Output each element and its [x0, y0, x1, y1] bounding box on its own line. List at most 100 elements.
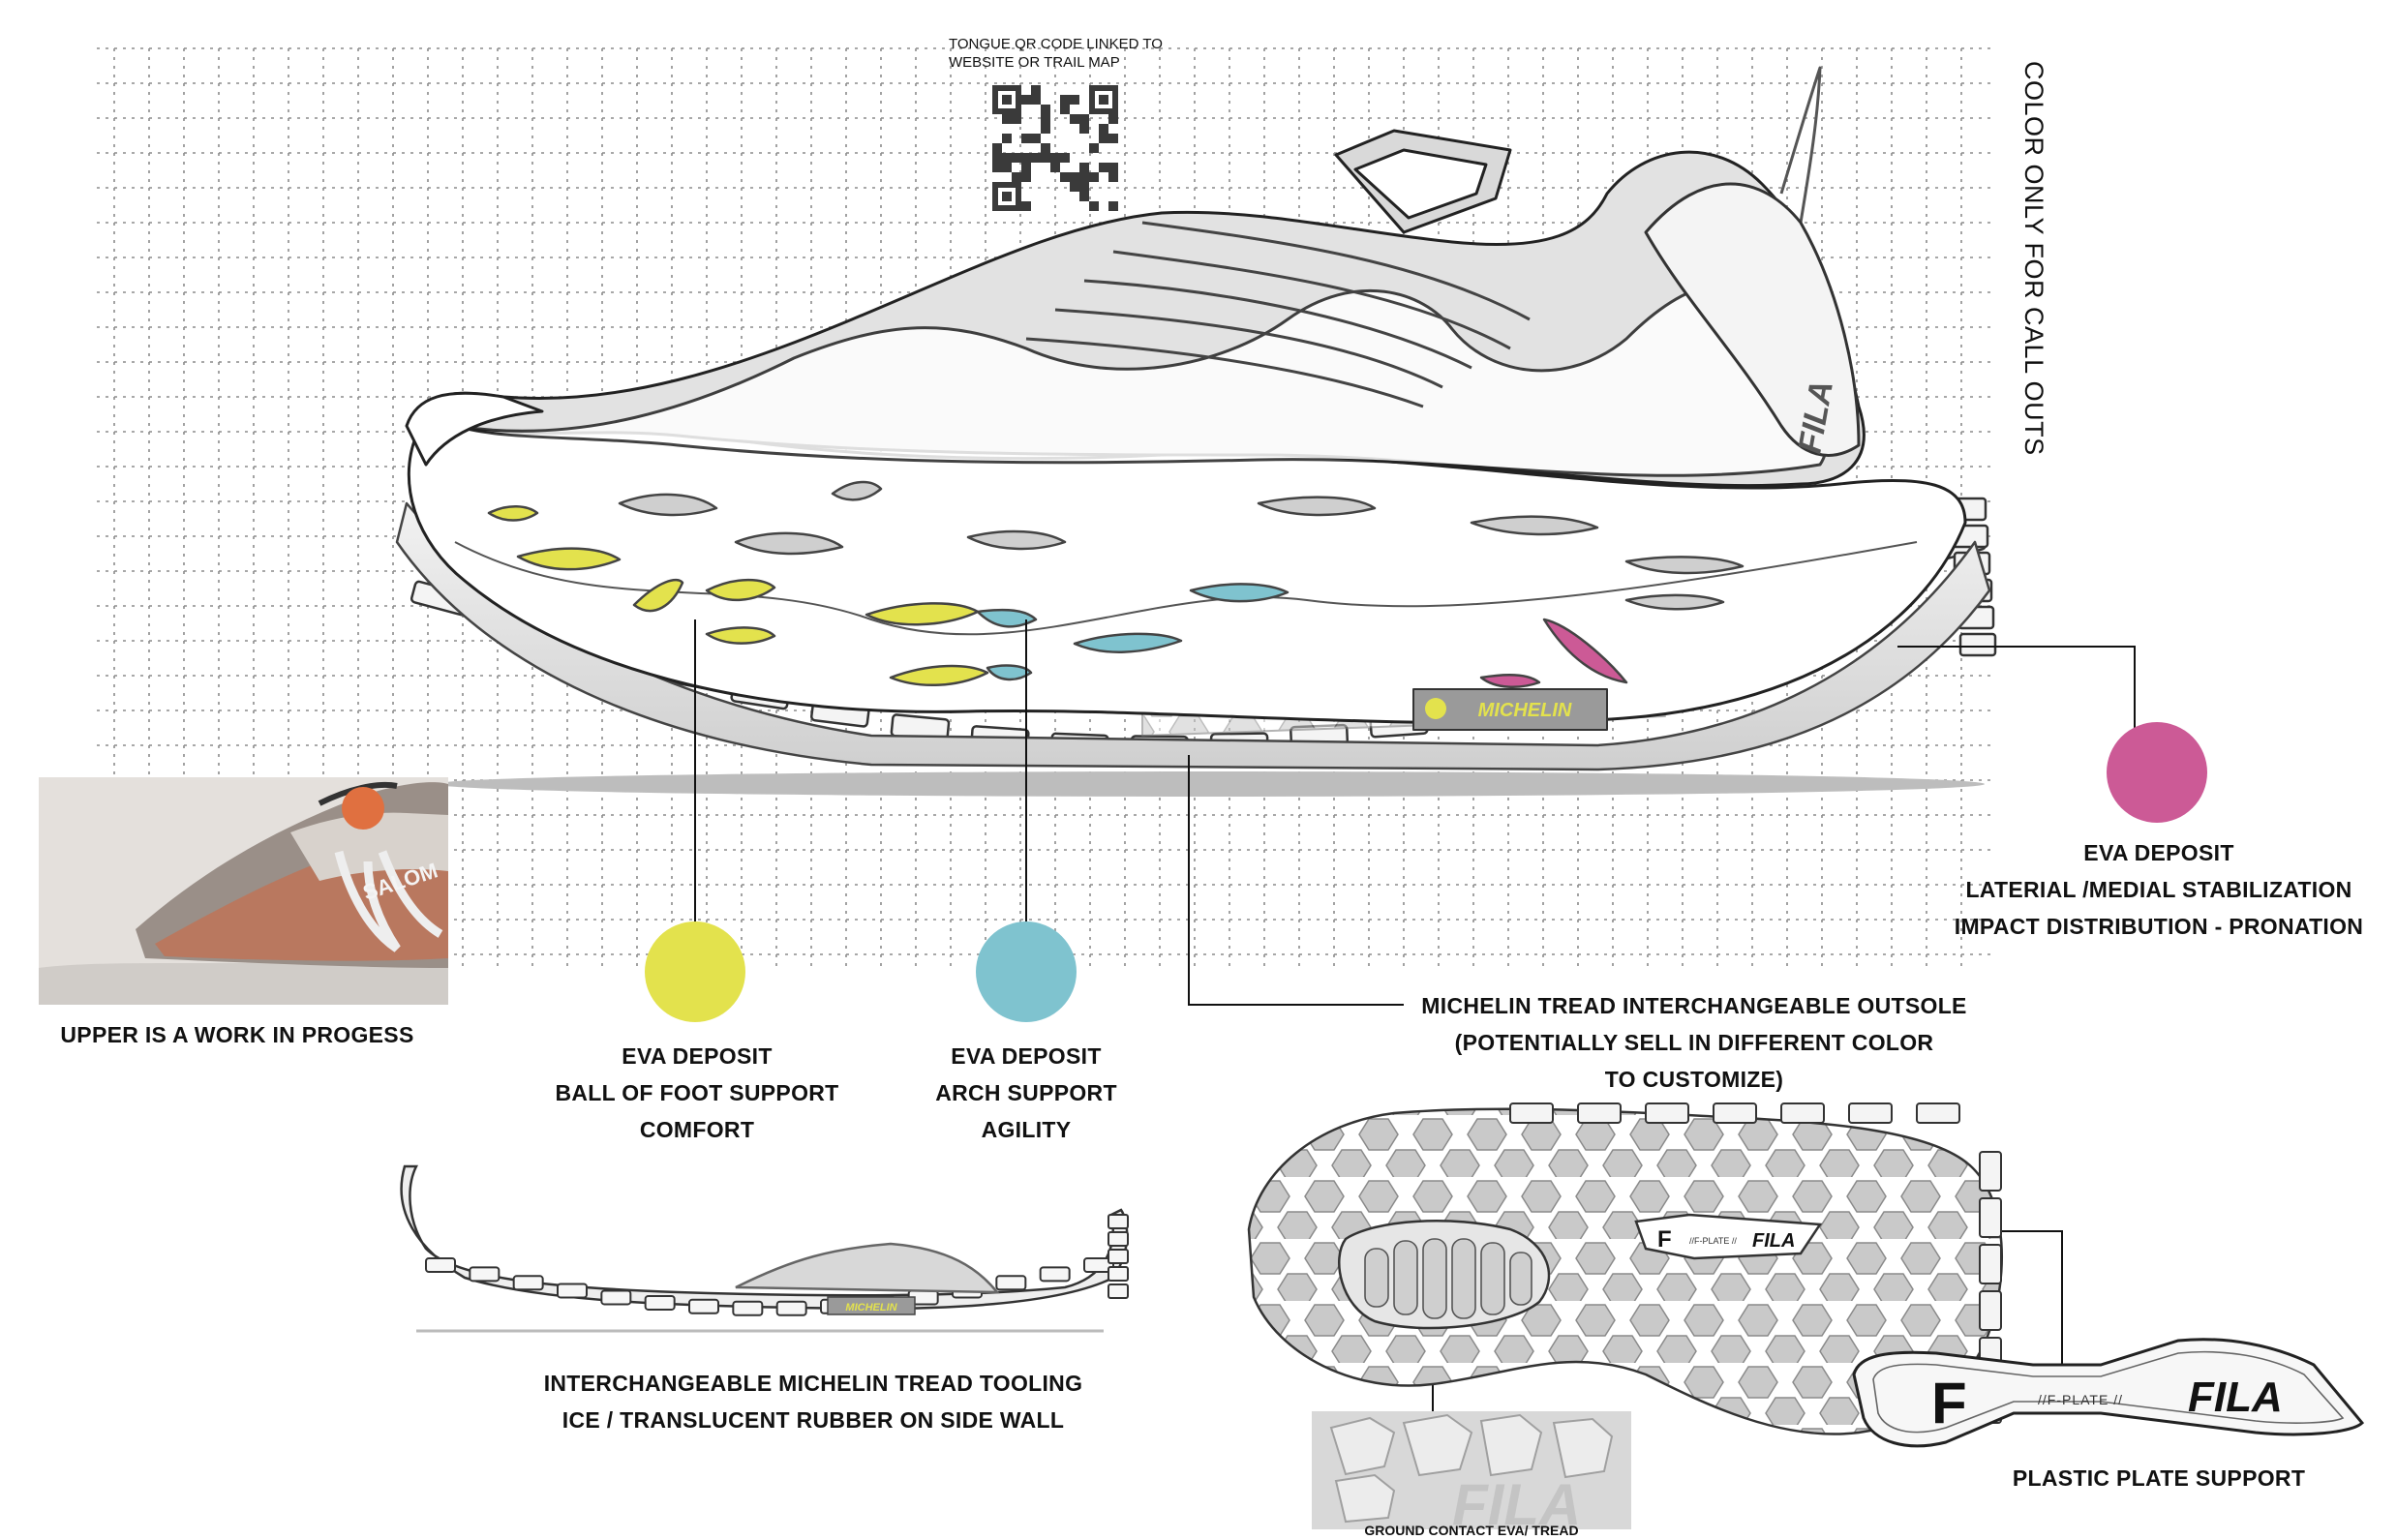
reference-caption: UPPER IS A WORK IN PROGESS — [10, 1016, 465, 1053]
toe-cap — [405, 391, 544, 467]
reference-photo: SALOM — [39, 777, 448, 1005]
qr-module — [992, 192, 1002, 201]
qr-module — [1099, 163, 1108, 172]
qr-module — [1108, 201, 1118, 211]
blue-callout-line2: ARCH SUPPORT — [935, 1080, 1117, 1105]
qr-module — [1002, 182, 1012, 192]
qr-module — [1012, 105, 1021, 114]
outsole-plate-text: //F-PLATE // — [1689, 1236, 1737, 1246]
f-plate-text: //F-PLATE // — [2038, 1392, 2123, 1407]
tooling-cross-section: MICHELIN — [400, 1164, 1129, 1333]
yellow-callout-line3: COMFORT — [639, 1117, 755, 1142]
yellow-callout-label: EVA DEPOSIT BALL OF FOOT SUPPORT COMFORT — [532, 1038, 862, 1148]
upper-overlay-cage — [453, 283, 1830, 477]
plate-callout-text: PLASTIC PLATE SUPPORT — [2012, 1465, 2306, 1491]
tooling-callout-line2: ICE / TRANSLUCENT RUBBER ON SIDE WALL — [561, 1407, 1065, 1433]
qr-module — [1002, 201, 1012, 211]
cross-section-toe-lug — [1107, 1283, 1129, 1299]
tooling-callout-label: INTERCHANGEABLE MICHELIN TREAD TOOLING I… — [523, 1365, 1104, 1438]
qr-finder-center — [1002, 192, 1012, 201]
ground-contact-caption: GROUND CONTACT EVA/ TREAD — [1312, 1522, 1631, 1540]
cross-section-toe-lug — [1107, 1231, 1129, 1247]
cross-section-lug — [425, 1257, 456, 1273]
eva-deposits-yellow — [487, 505, 989, 687]
qr-module — [1021, 95, 1031, 105]
ground-shadow — [436, 771, 1985, 797]
qr-module — [1108, 114, 1118, 124]
qr-module — [1002, 153, 1012, 163]
f-plate-outline — [1852, 1338, 2365, 1448]
cross-section-lug — [469, 1266, 501, 1283]
magenta-callout-line3: IMPACT DISTRIBUTION - PRONATION — [1954, 914, 2364, 939]
qr-finder-center — [1099, 95, 1108, 105]
cross-section-lug — [995, 1275, 1027, 1291]
qr-module — [1079, 114, 1089, 124]
cross-section-lug — [600, 1289, 632, 1306]
tongue-loop — [1353, 148, 1488, 220]
magenta-callout-line1: EVA DEPOSIT — [2083, 840, 2234, 865]
f-plate-logo: FILA — [2188, 1374, 2283, 1421]
qr-module — [1060, 153, 1070, 163]
yellow-callout-line2: BALL OF FOOT SUPPORT — [555, 1080, 839, 1105]
cross-section-tread-pod — [735, 1242, 1000, 1294]
qr-code-image — [992, 85, 1118, 211]
qr-module — [1050, 153, 1060, 163]
qr-module — [1060, 105, 1070, 114]
midsole-cutouts — [618, 480, 1745, 611]
midsole-badge-text: MICHELIN — [1478, 700, 1572, 721]
blue-callout-line1: EVA DEPOSIT — [951, 1043, 1102, 1069]
qr-module — [1041, 143, 1050, 153]
magenta-callout-label: EVA DEPOSIT LATERIAL /MEDIAL STABILIZATI… — [1927, 834, 2391, 945]
qr-module — [1012, 182, 1021, 192]
qr-module — [1070, 95, 1079, 105]
qr-module — [1031, 95, 1041, 105]
blue-callout-line3: AGILITY — [981, 1117, 1072, 1142]
qr-module — [1021, 134, 1031, 143]
qr-module — [1021, 163, 1031, 172]
outsole-edge-lug — [1979, 1290, 2002, 1331]
qr-caption-line1: TONGUE QR CODE LINKED TO — [949, 36, 1163, 52]
cross-section-lug — [732, 1300, 764, 1316]
cross-section-toe-lug — [1107, 1214, 1129, 1229]
outsole-f-mark: F — [1657, 1226, 1672, 1253]
yellow-callout-line1: EVA DEPOSIT — [622, 1043, 773, 1069]
qr-module — [992, 85, 1002, 95]
shoe-laces — [1025, 221, 1531, 408]
outsole-bottom-view: F //F-PLATE // FILA — [1247, 1102, 2003, 1435]
qr-module — [1041, 105, 1050, 114]
outsole-f-plate — [1634, 1213, 1823, 1260]
qr-module — [1002, 105, 1012, 114]
tooling-callout-line1: INTERCHANGEABLE MICHELIN TREAD TOOLING — [543, 1371, 1083, 1396]
outsole-edge-lug — [1577, 1102, 1622, 1124]
qr-module — [1108, 105, 1118, 114]
cross-section-lug — [557, 1283, 588, 1299]
qr-module — [1012, 114, 1021, 124]
qr-module — [1060, 172, 1070, 182]
qr-module — [992, 105, 1002, 114]
qr-module — [992, 95, 1002, 105]
qr-module — [1021, 201, 1031, 211]
cross-section-lug — [688, 1298, 719, 1314]
qr-module — [992, 182, 1002, 192]
outsole-edge-lug — [1979, 1244, 2002, 1284]
yellow-callout-dot — [645, 921, 745, 1022]
qr-module — [992, 201, 1002, 211]
outsole-edge-lug — [1979, 1151, 2002, 1192]
outsole-edge-lug — [1780, 1102, 1825, 1124]
qr-module — [1041, 114, 1050, 124]
qr-module — [1070, 182, 1079, 192]
qr-module — [1012, 153, 1021, 163]
cross-section-toe-lug — [1107, 1266, 1129, 1282]
qr-module — [1099, 134, 1108, 143]
ground-contact-caption-text: GROUND CONTACT EVA/ TREAD — [1364, 1523, 1579, 1538]
qr-module — [1002, 163, 1012, 172]
qr-module — [1031, 134, 1041, 143]
magenta-callout-dot — [2107, 722, 2207, 823]
outsole-fila-logo: FILA — [1752, 1230, 1795, 1252]
qr-module — [1012, 201, 1021, 211]
eva-deposits-magenta — [1479, 618, 1628, 688]
outsole-edge-lug — [1645, 1102, 1689, 1124]
qr-module — [1012, 95, 1021, 105]
michelin-tread-sidewall — [395, 501, 1991, 771]
